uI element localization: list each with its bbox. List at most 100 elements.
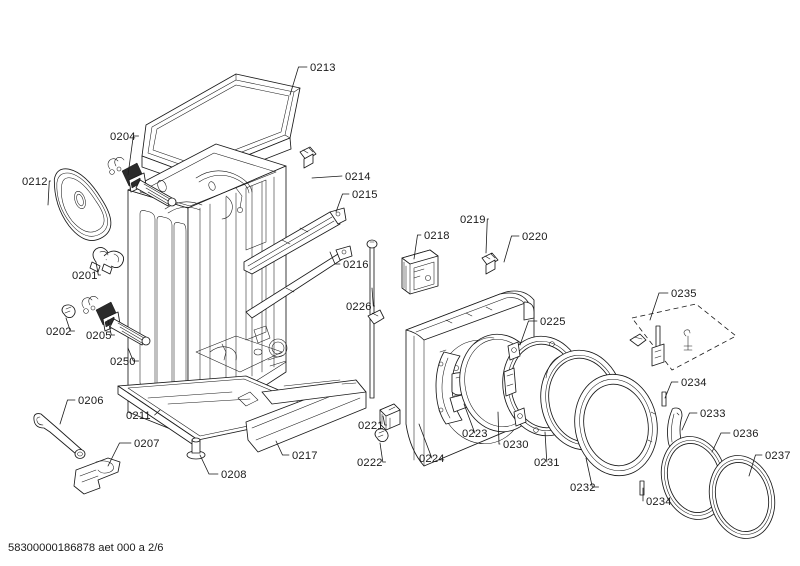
part-label-0233: 0233 [700,408,726,420]
leader-line-0207 [107,442,132,467]
part-label-0213: 0213 [310,62,336,74]
part-label-0237: 0237 [765,450,791,462]
leader-line-0214 [311,175,343,179]
callout-door-outer-ring: 0232 [570,457,599,494]
part-drawing-0216-rod [245,245,353,319]
part-label-0236: 0236 [733,428,759,440]
callout-side-panel-cover: 0212 [22,176,51,206]
part-label-0223: 0223 [462,428,488,440]
leader-line-0216 [329,251,341,265]
leader-line-0201 [95,261,101,276]
leader-line-0234 [664,381,679,399]
part-drawing-0206-wrench [33,413,86,459]
callout-blanking-plug: 0222 [357,442,386,469]
callout-door-handle-insert: 0233 [681,408,726,431]
leader-line-0235 [649,292,669,321]
part-label-0234: 0234 [681,377,707,389]
leader-line-0217 [275,440,290,456]
callout-side-brace-rod-lower: 0216 [329,251,369,271]
leader-line-0204 [127,135,139,176]
part-drawing-0212-side-cover [53,168,112,241]
callout-front-panel: 0224 [418,423,445,465]
callout-retaining-clip: 0214 [311,171,371,183]
part-label-0211: 0211 [126,410,151,422]
callout-base-plate: 0211 [126,409,161,422]
leader-line-0230 [497,411,501,445]
leader-line-0220 [503,235,520,263]
part-label-0216: 0216 [343,259,369,271]
leader-line-0218 [413,234,422,260]
part-label-0234b: 0234 [646,496,672,508]
leader-line-0208 [199,454,219,475]
leader-line-0232 [585,457,599,488]
part-label-0222: 0222 [357,457,383,469]
callout-door-inner-ring: 0231 [534,431,560,469]
leader-line-0219 [485,218,489,254]
callout-top-worktop-panel: 0213 [289,62,336,96]
part-label-0224: 0224 [419,453,445,465]
part-drawing-0237-trim-ring-outer [708,455,776,539]
part-drawing-0205-damper-lower [81,296,151,346]
part-drawing-0235-kit-box [629,303,737,371]
part-label-0206: 0206 [78,395,104,407]
part-drawing-0226-tension-rod [366,239,385,399]
leader-line-0236 [711,432,731,453]
part-drawing-0219-grommet [481,252,499,275]
callout-front-panel-fascia: 0220 [503,231,548,263]
part-label-0202: 0202 [46,326,72,338]
callout-door-glass: 0225 [519,316,566,346]
part-label-0231: 0231 [534,457,560,469]
leader-line-0211 [154,409,161,416]
leader-line-0215 [335,193,350,213]
part-drawing-0214-clip [299,146,317,169]
leader-line-0224 [418,423,433,459]
leader-line-0205 [107,319,115,336]
part-label-0225: 0225 [540,316,566,328]
leader-line-0202 [65,317,75,332]
part-label-0217: 0217 [292,450,318,462]
callout-door-hinge-frame: 0230 [497,411,529,451]
leader-line-0223 [463,403,476,434]
callout-door-catch-striker: 0221 [358,415,387,432]
part-drawing-0215-rail [243,207,347,275]
part-label-0221: 0221 [358,420,384,432]
leader-line-0225 [519,320,538,346]
callout-door-trim-ring-inner: 0236 [711,428,759,453]
callout-door-trim-ring-outer: 0237 [748,450,791,477]
part-label-0220: 0220 [522,231,548,243]
part-drawing-0234-hinge-pin-upper [661,391,667,407]
leader-line-0222 [379,442,386,463]
leader-line-0226 [371,287,375,307]
part-label-0207: 0207 [134,438,160,450]
part-label-0218: 0218 [424,230,450,242]
callout-base-plinth-kick-panel: 0217 [275,440,318,462]
callout-interlock-module: 0218 [413,230,450,260]
part-label-0215: 0215 [352,189,378,201]
leader-line-0221 [382,415,387,426]
callout-shock-absorber-upper: 0204 [110,131,139,176]
part-drawing-0221-striker [379,403,401,431]
part-label-0219: 0219 [460,214,486,226]
part-label-0201: 0201 [72,270,98,282]
callout-cabinet-housing: 0250 [110,347,139,368]
part-label-0226: 0226 [346,301,372,313]
leader-line-0213 [289,66,308,96]
callout-spanner-wrench: 0206 [59,395,104,425]
callout-levelling-foot: 0208 [199,454,247,481]
leader-line-0206 [59,399,76,425]
callout-cable-grommet-clip: 0219 [460,214,489,254]
part-drawing-0208-foot [186,437,206,460]
callout-side-brace-rail-upper: 0215 [335,189,378,213]
part-label-0232: 0232 [570,482,596,494]
callout-front-panel-screw: 0223 [462,403,488,440]
part-drawing-0202-cap [61,304,76,318]
part-label-0235: 0235 [671,288,697,300]
leader-line-0212 [47,180,51,206]
leader-line-0233 [681,412,698,431]
part-label-0230: 0230 [503,439,529,451]
part-label-0214: 0214 [345,171,371,183]
callout-hinge-pin: 0234 [664,377,707,399]
part-drawing-0217-plinth [245,379,367,453]
